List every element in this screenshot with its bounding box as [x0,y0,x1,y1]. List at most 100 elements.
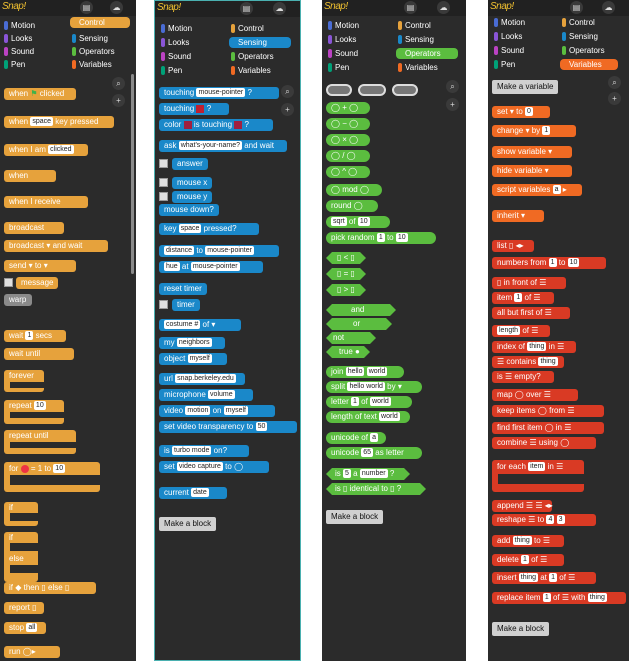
cloud-icon[interactable]: ☁ [602,1,615,14]
search-icon[interactable]: ⌕ [281,85,294,98]
reset-timer-block[interactable]: reset timer [159,283,207,295]
category-looks[interactable]: Looks [492,31,522,42]
answer-reporter[interactable]: answer [172,158,208,170]
predicate-ring[interactable] [392,84,418,96]
category-sound[interactable]: Sound [326,48,358,59]
if-then-else-reporter[interactable]: if ◆ then ▯ else ▯ [4,582,96,594]
category-sensing[interactable]: Sensing [560,31,598,42]
report-block[interactable]: report ▯ [4,602,44,614]
category-pen[interactable]: Pen [326,62,349,73]
category-motion[interactable]: Motion [2,20,35,31]
category-operators[interactable]: Operators [70,46,115,57]
make-a-block-button[interactable]: Make a block [326,510,384,524]
divide-block[interactable]: ◯ / ◯ [326,150,370,162]
show-variable-block[interactable]: show variable ▾ [492,146,572,158]
command-ring[interactable] [358,84,386,96]
cloud-icon[interactable]: ☁ [273,2,286,15]
keep-items-block[interactable]: keep items ◯ from ☰ [492,405,604,417]
ask-and-wait-block[interactable]: ask what's-your-name? and wait [159,140,287,152]
category-variables[interactable]: Variables [229,65,271,76]
cloud-icon[interactable]: ☁ [437,1,450,14]
not-block[interactable] [326,332,376,344]
letter-of-block[interactable]: letter 1 of world [326,396,412,408]
video-on-block[interactable]: video motion on myself [159,405,275,417]
reshape-block[interactable]: reshape ☰ to 4 3 [492,514,596,526]
category-sensing[interactable]: Sensing [396,34,434,45]
less-than-block[interactable] [326,252,366,264]
category-looks[interactable]: Looks [159,37,189,48]
list-block[interactable]: list ▯ ◂▸ [492,240,534,252]
in-front-of-block[interactable]: ▯ in front of ☰ [492,277,566,289]
category-looks[interactable]: Looks [2,33,32,44]
inherit-block[interactable]: inherit ▾ [492,210,544,222]
category-variables[interactable]: Variables [70,59,112,70]
script-variables-block[interactable]: script variables a ▸ [492,184,582,196]
forever-block[interactable] [4,370,44,392]
hide-variable-block[interactable]: hide variable ▾ [492,165,572,177]
hue-at-block[interactable]: hue at mouse-pointer [159,261,263,273]
category-sensing[interactable]: Sensing [70,33,108,44]
category-variables[interactable]: Variables [560,59,618,70]
round-block[interactable]: round ◯ [326,200,378,212]
set-video-transparency-block[interactable]: set video transparency to 50 [159,421,297,433]
file-icon[interactable]: ▤ [570,1,583,14]
search-icon[interactable]: ⌕ [608,76,621,89]
wait-secs-block[interactable]: wait 1 secs [4,330,66,342]
when-key-pressed-block[interactable]: when space key pressed [4,116,114,128]
category-pen[interactable]: Pen [159,65,182,76]
equals-block[interactable] [326,268,366,280]
file-icon[interactable]: ▤ [240,2,253,15]
message-checkbox[interactable] [4,278,13,287]
change-variable-block[interactable]: change ▾ by 1 [492,125,576,137]
cloud-icon[interactable]: ☁ [110,1,123,14]
greater-than-block[interactable] [326,284,366,296]
numbers-from-block[interactable]: numbers from 1 to 10 [492,257,606,269]
minus-block[interactable]: ◯ − ◯ [326,118,370,130]
make-a-variable-button[interactable]: Make a variable [492,80,559,94]
my-block[interactable]: my neighbors [159,337,225,349]
find-first-item-block[interactable]: find first item ◯ in ☰ [492,422,604,434]
add-block-icon[interactable]: + [112,94,125,107]
mouse-down-block[interactable]: mouse down? [159,204,219,216]
delete-of-block[interactable]: delete 1 of ☰ [492,554,564,566]
repeat-until-block[interactable] [4,430,76,454]
add-block-icon[interactable]: + [608,92,621,105]
category-motion[interactable]: Motion [492,17,525,28]
category-variables[interactable]: Variables [396,62,438,73]
if-else-block[interactable] [4,532,38,582]
category-looks[interactable]: Looks [326,34,356,45]
unicode-as-letter-block[interactable]: unicode 65 as letter [326,447,422,459]
broadcast-block[interactable]: broadcast [4,222,64,234]
file-icon[interactable]: ▤ [404,1,417,14]
set-variable-block[interactable]: set ▾ to 0 [492,106,550,118]
category-control[interactable]: Control [229,23,264,34]
send-block[interactable]: send ▾ to ▾ [4,260,76,272]
mod-block[interactable]: ◯ mod ◯ [326,184,382,196]
when-condition-block[interactable]: when [4,170,56,182]
answer-checkbox[interactable] [159,159,168,168]
when-i-am-clicked-block[interactable]: when I am clicked [4,144,88,156]
contains-block[interactable]: ☰ contains thing [492,356,564,368]
warp-block[interactable]: warp [4,294,32,306]
add-to-list-block[interactable]: add thing to ☰ [492,535,564,547]
category-control[interactable]: Control [560,17,595,28]
mouse-y-checkbox[interactable] [159,192,168,201]
item-of-block[interactable]: item 1 of ☰ [492,292,554,304]
make-a-block-button[interactable]: Make a block [492,622,550,636]
distance-to-block[interactable]: distance to mouse-pointer [159,245,279,257]
append-block[interactable]: append ☰ ☰ ◂▸ [492,500,553,512]
when-flag-clicked-block[interactable]: when ⚑ clicked [4,88,76,100]
plus-block[interactable]: ◯ + ◯ [326,102,370,114]
add-block-icon[interactable]: + [446,98,459,111]
object-block[interactable]: object myself [159,353,227,365]
mouse-y-reporter[interactable]: mouse y [172,191,213,203]
split-by-block[interactable]: split hello world by ▾ [326,381,422,393]
length-of-text-block[interactable]: length of text world [326,411,410,423]
broadcast-and-wait-block[interactable]: broadcast ▾ and wait [4,240,108,252]
touching-block[interactable]: touching mouse-pointer ? [159,87,279,99]
pick-random-block[interactable]: pick random 1 to 10 [326,232,436,244]
is-empty-block[interactable]: is ☰ empty? [492,371,554,383]
for-loop-block[interactable] [4,462,100,492]
and-block[interactable] [326,304,396,316]
category-pen[interactable]: Pen [2,59,25,70]
